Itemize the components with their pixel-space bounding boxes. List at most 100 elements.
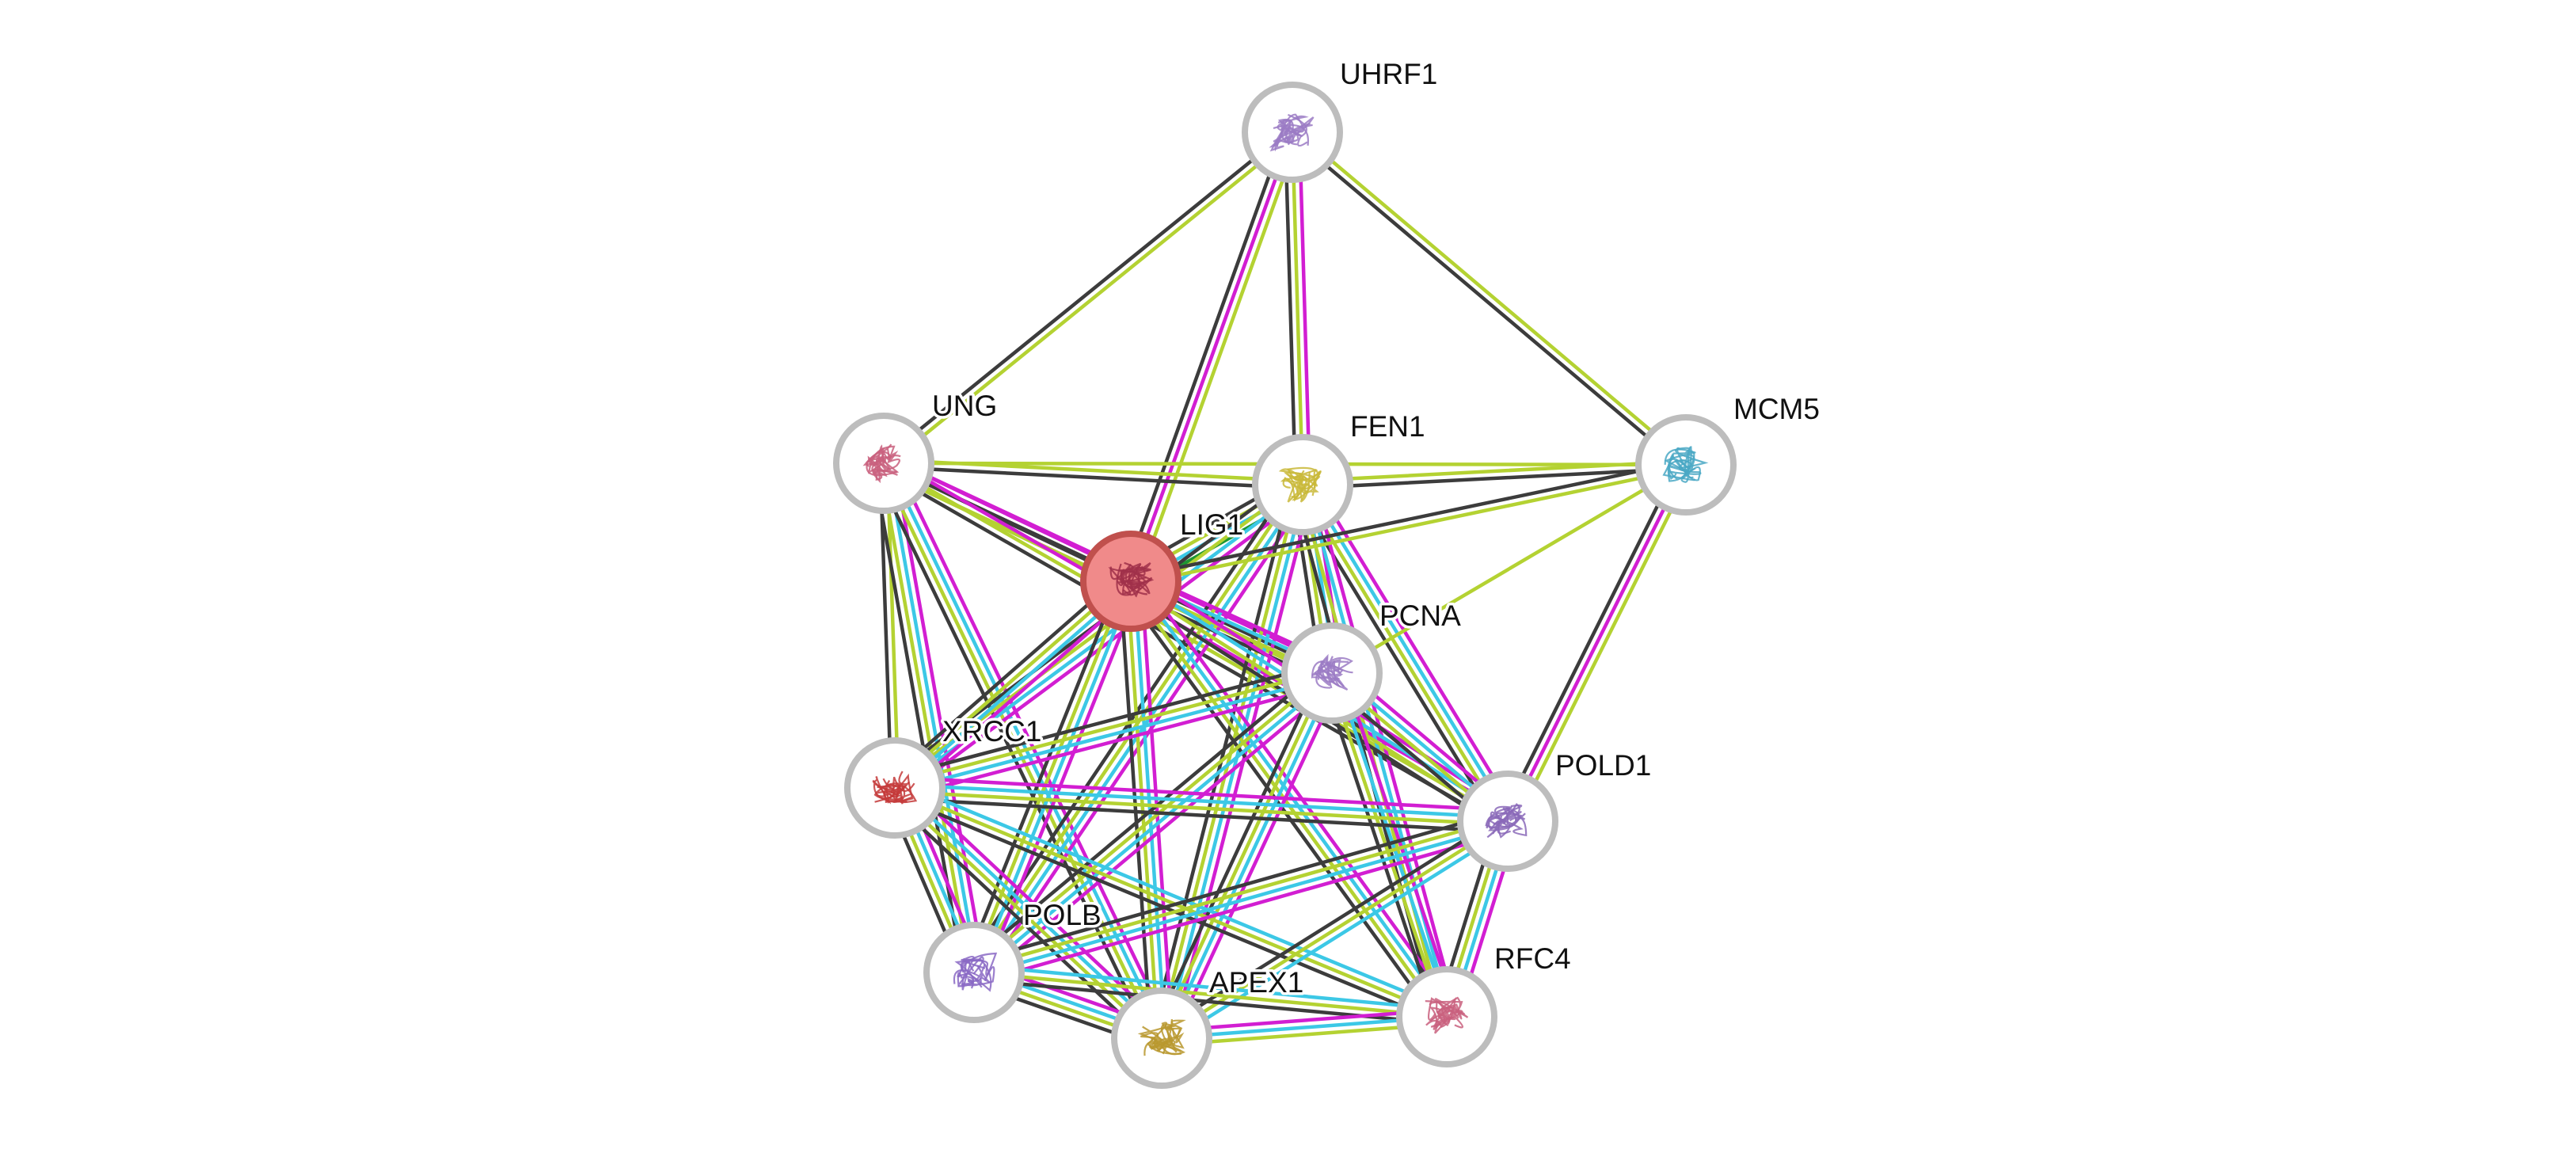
edge-evidence-textmining [878,462,972,976]
edge-evidence-coexpression [1122,127,1288,581]
node-xrcc1[interactable] [844,737,946,839]
edge-evidence-experiments [1505,462,1688,824]
node-label-xrcc1: XRCC1 [942,715,1041,748]
edge-evidence-coexpression [1128,459,1688,580]
edge-mcm5-pold1[interactable] [1499,459,1695,827]
edge-fen1-mcm5[interactable] [1300,459,1688,490]
edge-evidence-experiments [1140,578,1174,1040]
edge-evidence-coexpression [879,127,1292,462]
edge-xrcc1-rfc4[interactable] [890,779,1452,1026]
edge-evidence-textmining [892,668,1334,786]
protein-structure-stroke [1149,1026,1185,1052]
protein-structure-stroke [885,773,914,803]
node-pold1[interactable] [1457,771,1558,872]
node-mcm5[interactable] [1635,414,1737,516]
edge-evidence-databases [1303,481,1513,821]
edge-evidence-textmining [884,133,1297,468]
protein-structure-stroke [1488,807,1517,835]
edge-evidence-textmining [1330,462,1688,675]
node-rfc4[interactable] [1396,966,1497,1067]
edge-evidence-experiments [1128,130,1295,584]
node-uhrf1[interactable] [1242,82,1343,183]
protein-structure-stroke [1269,115,1309,152]
label-layer: UHRF1UNGFEN1MCM5LIG1PCNAXRCC1POLD1POLBAP… [930,55,1823,1002]
edge-evidence-databases [1162,672,1337,1042]
protein-structure-stroke [884,771,910,805]
protein-structure-stroke [1429,1006,1463,1034]
edge-evidence-coexpression [1150,667,1325,1036]
edge-lig1-xrcc1[interactable] [885,571,1140,798]
edge-evidence-coexpression [890,793,1446,1026]
edge-mcm5-pcna[interactable] [1330,462,1688,675]
edge-layer [871,127,1695,1050]
edge-pcna-xrcc1[interactable] [890,660,1337,801]
protein-structure-stroke [1425,997,1465,1017]
node-label-pcna: PCNA [1379,599,1461,632]
protein-structure-stroke [1280,471,1311,503]
edge-evidence-coexpression [890,660,1331,780]
node-label-polb: POLB [1023,899,1102,931]
edge-uhrf1-mcm5[interactable] [1288,127,1691,470]
edge-evidence-textmining [1512,466,1695,827]
node-apex1[interactable] [1111,987,1212,1089]
protein-structure-stroke [1287,472,1321,498]
edge-evidence-databases [1163,483,1308,1041]
edge-evidence-databases [975,485,1307,976]
edge-evidence-experiments [900,778,1171,1033]
edge-mcm5-lig1[interactable] [1128,459,1689,587]
node-pcna[interactable] [1281,622,1383,724]
node-label-rfc4: RFC4 [1494,942,1571,975]
protein-structure-stroke [1664,448,1701,481]
node-fen1[interactable] [1252,434,1353,535]
edge-evidence-textmining [1290,130,1305,487]
protein-structure-icon [1311,653,1353,691]
edge-evidence-textmining [971,816,1509,971]
edge-uhrf1-lig1[interactable] [1122,127,1301,586]
protein-structure-icon [872,771,918,805]
edge-evidence-textmining [890,789,1162,1043]
edge-evidence-experiments [899,491,1311,799]
protein-structure-stroke [869,455,891,475]
edge-evidence-textmining [892,786,1449,1019]
edge-pcna-apex1[interactable] [1150,667,1344,1045]
edge-evidence-experiments [1137,573,1458,1013]
edge-fen1-apex1[interactable] [1149,480,1315,1043]
protein-structure-stroke [1287,466,1322,483]
node-label-mcm5: MCM5 [1733,393,1820,425]
protein-structure-stroke [1325,656,1353,691]
protein-structure-stroke [1147,1022,1181,1055]
protein-structure-stroke [1121,569,1151,595]
edge-evidence-experiments [1169,675,1344,1045]
edge-evidence-coexpression [885,571,1126,782]
node-label-fen1: FEN1 [1350,410,1425,443]
node-lig1[interactable] [1080,531,1181,632]
protein-structure-stroke [1276,113,1305,147]
protein-structure-icon [1485,802,1528,839]
node-label-pold1: POLD1 [1555,749,1651,782]
edge-evidence-databases [975,580,1136,976]
edge-evidence-coexpression [892,797,1509,834]
edge-evidence-experiments [896,681,1337,801]
edge-pold1-polb[interactable] [969,809,1512,985]
edge-evidence-textmining [890,576,1131,787]
edge-uhrf1-fen1[interactable] [1283,130,1312,487]
edge-evidence-experiments [1310,477,1519,818]
node-ung[interactable] [833,413,934,514]
edge-evidence-coexpression [1283,131,1298,487]
protein-structure-icon [862,443,901,484]
protein-structure-icon [1278,466,1322,503]
edge-evidence-coexpression [885,793,1157,1048]
edge-evidence-textmining [1129,466,1689,587]
edge-evidence-databases [896,779,1452,1012]
node-polb[interactable] [923,922,1025,1023]
edge-evidence-textmining [1292,127,1691,464]
protein-structure-icon [1425,996,1469,1034]
edge-evidence-coexpression [1288,133,1686,470]
protein-structure-stroke [1429,996,1463,1028]
protein-structure-icon [953,952,998,992]
edge-evidence-coexpression [1300,466,1688,490]
edge-evidence-textmining [1125,580,1160,1041]
edge-evidence-textmining [972,970,1449,1019]
edge-uhrf1-ung[interactable] [879,127,1297,468]
edge-xrcc1-pold1[interactable] [892,775,1510,834]
